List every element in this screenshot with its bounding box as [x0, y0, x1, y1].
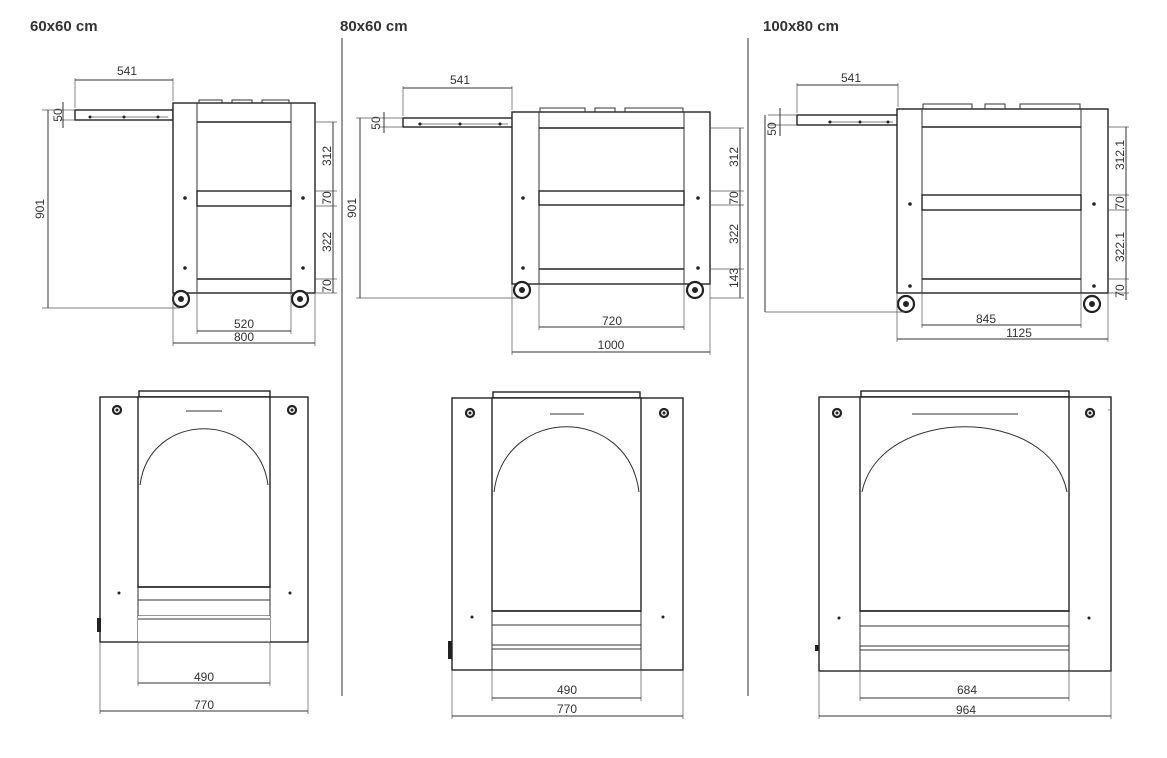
- dim-312-1: 312.1: [1113, 140, 1127, 170]
- dim-1000: 1000: [598, 338, 625, 352]
- oven-door: [137, 396, 271, 588]
- dim-70-upper: 70: [1113, 196, 1127, 210]
- dim-70-lower: 70: [320, 279, 334, 293]
- oven-door: [859, 396, 1070, 612]
- dim-70-lower: 70: [1113, 284, 1127, 298]
- dim-541: 541: [841, 71, 861, 85]
- dim-front-outer: 770: [557, 702, 577, 716]
- dim-800: 800: [234, 330, 254, 344]
- dim-322: 322: [727, 224, 741, 244]
- dim-50: 50: [369, 116, 383, 130]
- dim-845: 845: [976, 312, 996, 326]
- dim-1125: 1125: [1006, 326, 1032, 340]
- panel-3-front-view: 684 964: [815, 390, 1112, 719]
- dim-901: 901: [33, 199, 47, 219]
- panel-2-title: 80x60 cm: [340, 18, 408, 35]
- dim-front-inner: 490: [194, 670, 214, 684]
- panel-3-side-view: 541 50 312.1 70 322.1 70 845 1125: [764, 71, 1129, 342]
- panel-2-front-view: 490 770: [448, 391, 684, 719]
- dim-front-inner: 684: [957, 683, 977, 697]
- dim-70-upper: 70: [320, 191, 334, 205]
- panel-3-title: 100x80 cm: [763, 18, 839, 35]
- dim-70: 70: [727, 191, 741, 205]
- dim-520: 520: [234, 317, 254, 331]
- dim-541: 541: [117, 64, 137, 78]
- dim-312: 312: [320, 146, 334, 166]
- dim-720: 720: [602, 314, 622, 328]
- dim-50: 50: [51, 108, 65, 122]
- dim-541: 541: [450, 73, 470, 87]
- pullout-shelf: [796, 114, 899, 126]
- dim-322-1: 322.1: [1113, 232, 1127, 262]
- panel-1-side-view: 541 50 901 312 70 322 70 520 800: [33, 64, 337, 346]
- dim-50: 50: [765, 122, 779, 136]
- dim-front-outer: 770: [194, 698, 214, 712]
- dim-322: 322: [320, 232, 334, 252]
- panel-1-title: 60x60 cm: [30, 18, 98, 35]
- panel-1-front-view: 490 770: [97, 390, 309, 714]
- dim-143: 143: [727, 268, 741, 288]
- dim-312: 312: [727, 147, 741, 167]
- dim-front-outer: 964: [956, 703, 976, 717]
- dim-901: 901: [345, 198, 359, 218]
- dim-front-inner: 490: [557, 683, 577, 697]
- panel-2-side-view: 541 50 901 312 70 322 143 720 1000: [345, 73, 744, 355]
- oven-door: [491, 397, 642, 612]
- pullout-shelf: [402, 117, 514, 128]
